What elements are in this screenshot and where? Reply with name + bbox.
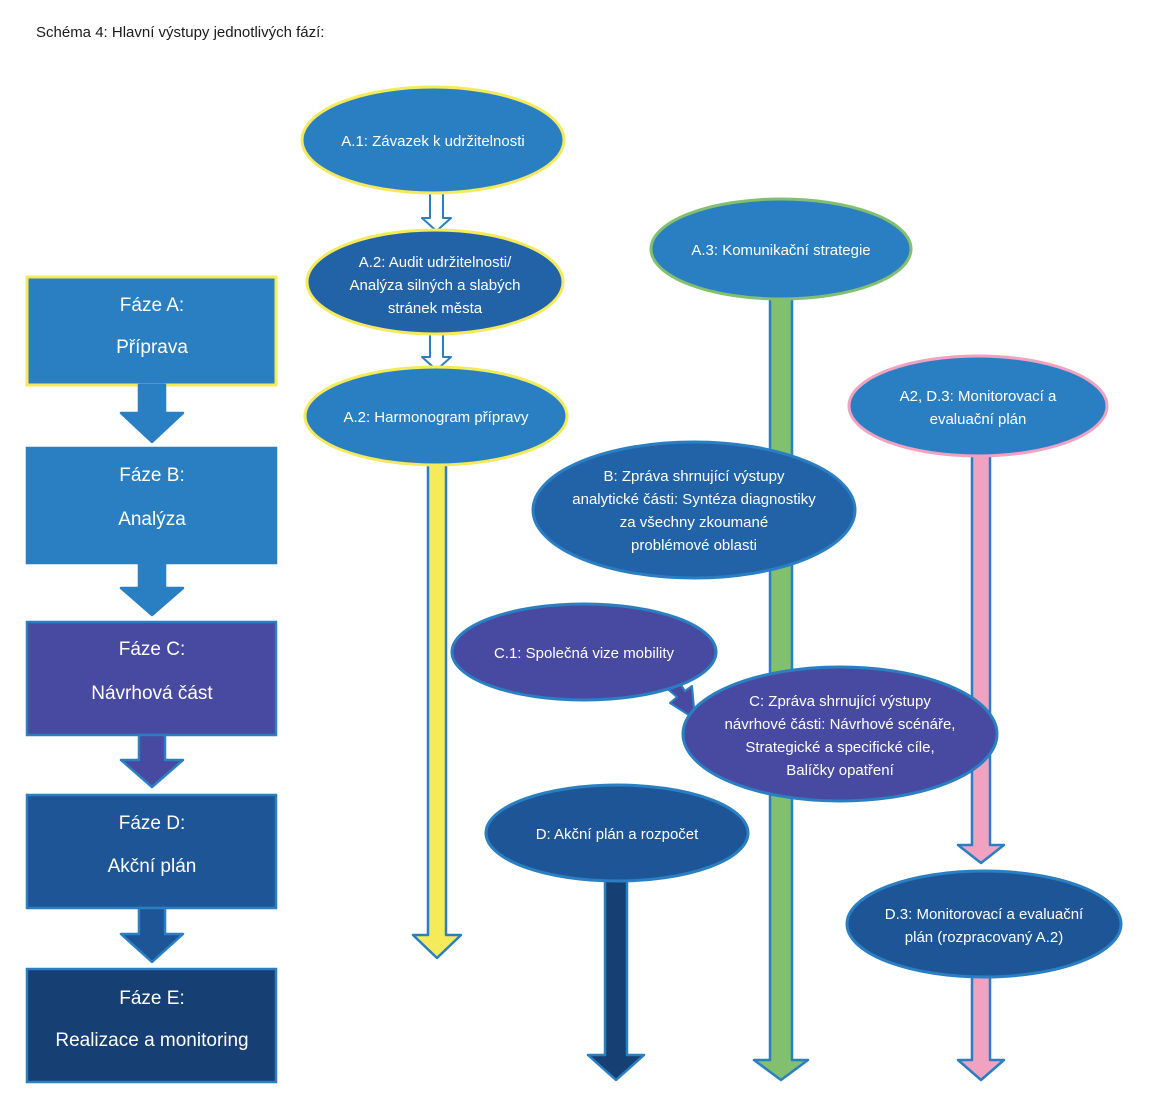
phase-c-to-d-arrow (119, 733, 185, 789)
diagram-caption: Schéma 4: Hlavní výstupy jednotlivých fá… (36, 24, 325, 41)
node-text-line: Analýza silných a slabých (350, 277, 521, 294)
node-c-text: C: Zpráva shrnující výstupy návrhové část… (725, 693, 956, 779)
node-c (681, 665, 999, 803)
node-d3 (845, 869, 1123, 979)
node-c1 (450, 602, 718, 702)
node-text-line: plán (rozpracovaný A.2) (905, 929, 1063, 946)
node-a1-text: A.1: Závazek k udržitelnosti (341, 133, 524, 150)
node-text-line: A.3: Komunikační strategie (691, 242, 870, 259)
phase-b-subtitle: Analýza (118, 509, 186, 530)
node-d-text: D: Akční plán a rozpočet (536, 826, 699, 843)
phase-a-subtitle: Příprava (116, 337, 188, 358)
phase-c-subtitle: Návrhová část (91, 683, 213, 704)
node-text-line: analytické části: Syntéza diagnostiky (572, 491, 816, 508)
pink-arrow-upper (956, 453, 1006, 865)
phase-d-box (25, 793, 278, 910)
node-text-line: D.3: Monitorovací a evaluační (885, 906, 1084, 923)
node-text-line: A.2: Audit udržitelnosti/ (359, 254, 512, 271)
phase-c-box (25, 620, 278, 737)
node-text-line: evaluační plán (930, 411, 1027, 428)
yellow-connector-a2-a2 (421, 332, 452, 371)
phase-b-to-c-arrow (119, 561, 185, 617)
node-a2-d3-text: A2, D.3: Monitorovací a evaluační plán (900, 388, 1057, 428)
node-text-line: Balíčky opatření (786, 762, 894, 779)
phase-a-box (25, 275, 278, 387)
node-text-line: C: Zpráva shrnující výstupy (749, 693, 931, 710)
phase-a-to-b-arrow (119, 383, 185, 444)
node-a3-text: A.3: Komunikační strategie (691, 242, 870, 259)
yellow-connector-a1-a2 (421, 189, 452, 232)
node-a2-audit-text: A.2: Audit udržitelnosti/Analýza silných… (350, 254, 521, 317)
node-text-line: návrhové části: Návrhové scénáře, (725, 716, 956, 733)
phase-e-subtitle: Realizace a monitoring (55, 1030, 248, 1051)
node-a2-audit (305, 228, 565, 336)
phase-e-title: Fáze E: (119, 988, 184, 1009)
node-text-line: Strategické a specifické cíle, (745, 739, 934, 756)
node-text-line: A2, D.3: Monitorovací a (900, 388, 1057, 405)
pink-arrow-lower (956, 973, 1006, 1082)
node-text-line: za všechny zkoumané (620, 514, 768, 531)
node-text-line: D: Akční plán a rozpočet (536, 826, 699, 843)
node-a2-harmonogram-text: A.2: Harmonogram přípravy (343, 409, 529, 426)
node-text-line: C.1: Společná vize mobility (494, 645, 675, 662)
phase-d-title: Fáze D: (119, 813, 186, 834)
node-b (531, 440, 857, 580)
phase-b-box (25, 446, 278, 565)
dark-arrow-d (586, 878, 646, 1082)
phase-c-title: Fáze C: (119, 639, 186, 660)
node-d3-text: D.3: Monitorovací a evaluační plán (rozpr… (885, 906, 1084, 946)
node-a2-d3 (847, 354, 1109, 458)
yellow-arrow (411, 460, 463, 960)
node-text-line: A.2: Harmonogram přípravy (343, 409, 529, 426)
node-text-line: problémové oblasti (631, 537, 757, 554)
node-c1-text: C.1: Společná vize mobility (494, 645, 675, 662)
phase-e-box (25, 967, 278, 1084)
phase-b-title: Fáze B: (119, 465, 184, 486)
node-a2-harmonogram (303, 365, 569, 467)
node-a3 (649, 197, 913, 301)
node-b-text: B: Zpráva shrnující výstupy analytické čá… (572, 468, 816, 554)
node-text-line: A.1: Závazek k udržitelnosti (341, 133, 524, 150)
node-text-line: B: Zpráva shrnující výstupy (604, 468, 785, 485)
phase-a-title: Fáze A: (120, 295, 184, 316)
phase-d-to-e-arrow (119, 906, 185, 964)
node-a1 (300, 85, 566, 195)
node-d (484, 783, 750, 883)
node-text-line: stránek města (388, 300, 483, 317)
phase-d-subtitle: Akční plán (108, 856, 197, 877)
